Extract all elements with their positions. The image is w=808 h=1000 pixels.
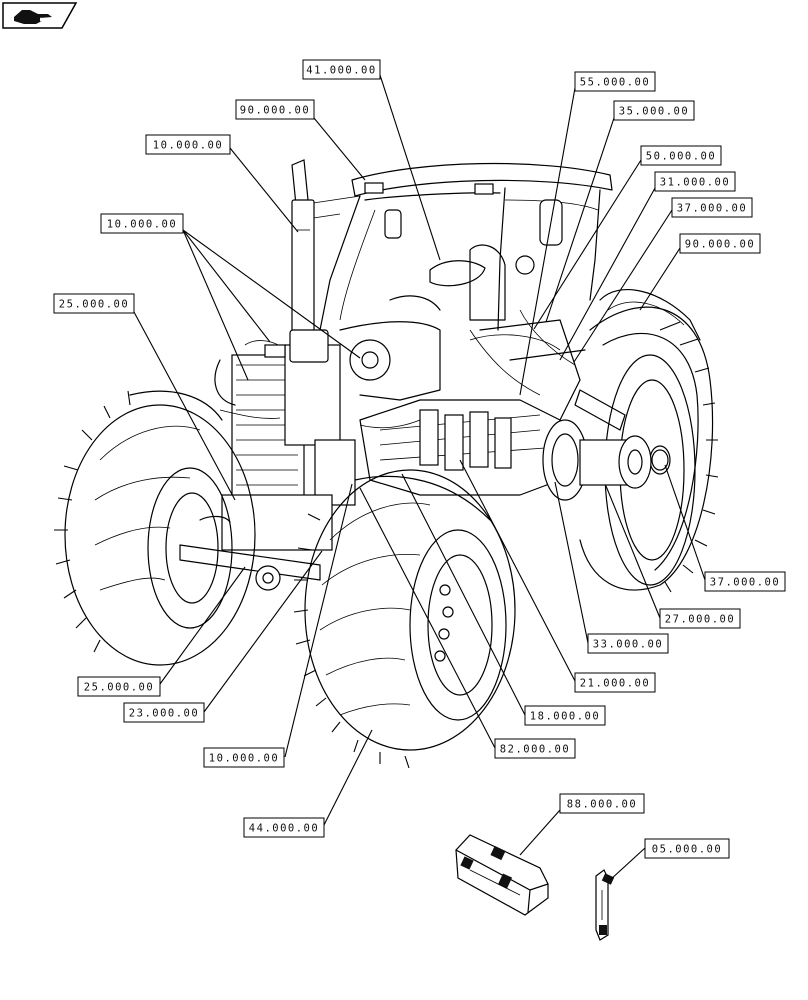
front-axle: [179, 494, 333, 591]
rear-left-tire: [293, 469, 516, 769]
callout-37-000-00[interactable]: 37.000.00: [671, 197, 753, 218]
callout-label: 90.000.00: [685, 239, 755, 251]
callout-35-000-00[interactable]: 35.000.00: [613, 100, 695, 121]
callout-label: 25.000.00: [59, 299, 129, 311]
callout-box: [53, 293, 135, 314]
callout-label: 90.000.00: [240, 105, 310, 117]
small-bracket-part: [595, 869, 615, 941]
callout-37-000-00[interactable]: 37.000.00: [704, 571, 786, 592]
transmission-housing: [359, 319, 586, 496]
callout-05-000-00[interactable]: 05.000.00: [644, 838, 730, 859]
tractor-cab: [299, 162, 613, 331]
callout-25-000-00[interactable]: 25.000.00: [53, 293, 135, 314]
callout-label: 82.000.00: [500, 744, 570, 756]
callout-box: [235, 99, 315, 120]
callout-box: [671, 197, 753, 218]
callout-label: 35.000.00: [619, 106, 689, 118]
callout-label: 27.000.00: [665, 614, 735, 626]
callout-box: [494, 738, 576, 759]
callout-label: 25.000.00: [84, 682, 154, 694]
callout-10-000-00[interactable]: 10.000.00: [203, 747, 285, 768]
callout-label: 10.000.00: [209, 753, 279, 765]
callout-box: [100, 213, 184, 234]
callout-box: [243, 817, 325, 838]
wiring-harness: [219, 309, 576, 429]
callout-box: [659, 608, 741, 629]
callout-label: 33.000.00: [593, 639, 663, 651]
callout-44-000-00[interactable]: 44.000.00: [243, 817, 325, 838]
callout-90-000-00[interactable]: 90.000.00: [235, 99, 315, 120]
callout-box: [203, 747, 285, 768]
callout-box: [145, 134, 231, 155]
callout-label: 05.000.00: [652, 844, 722, 856]
callout-box: [302, 59, 381, 80]
callout-label: 23.000.00: [129, 708, 199, 720]
callout-33-000-00[interactable]: 33.000.00: [587, 633, 669, 654]
callout-41-000-00[interactable]: 41.000.00: [302, 59, 381, 80]
nav-back-button[interactable]: [2, 2, 78, 29]
callout-box: [559, 793, 645, 814]
callout-label: 55.000.00: [580, 77, 650, 89]
callout-label: 31.000.00: [660, 177, 730, 189]
callout-10-000-00[interactable]: 10.000.00: [100, 213, 184, 234]
callout-21-000-00[interactable]: 21.000.00: [574, 672, 656, 693]
callout-box: [679, 233, 761, 254]
callout-label: 37.000.00: [710, 577, 780, 589]
callout-25-000-00[interactable]: 25.000.00: [77, 676, 161, 697]
callout-18-000-00[interactable]: 18.000.00: [524, 705, 606, 726]
callout-50-000-00[interactable]: 50.000.00: [640, 145, 722, 166]
callout-box: [524, 705, 606, 726]
toolbox: [455, 834, 549, 916]
callout-box: [587, 633, 669, 654]
callout-label: 44.000.00: [249, 823, 319, 835]
exhaust-stack: [291, 159, 315, 336]
callout-88-000-00[interactable]: 88.000.00: [559, 793, 645, 814]
callout-31-000-00[interactable]: 31.000.00: [654, 171, 736, 192]
callout-label: 50.000.00: [646, 151, 716, 163]
callout-box: [640, 145, 722, 166]
callout-box: [704, 571, 786, 592]
callout-box: [574, 672, 656, 693]
callout-labels: 41.000.00 90.000.00 10.000.00 10.000.00 25.0…: [53, 59, 786, 859]
callout-label: 10.000.00: [153, 140, 223, 152]
callout-label: 37.000.00: [677, 203, 747, 215]
callout-55-000-00[interactable]: 55.000.00: [574, 71, 656, 92]
callout-box: [613, 100, 695, 121]
callout-90-000-00[interactable]: 90.000.00: [679, 233, 761, 254]
callout-box: [654, 171, 736, 192]
callout-box: [77, 676, 161, 697]
callout-label: 10.000.00: [107, 219, 177, 231]
callout-box: [574, 71, 656, 92]
callout-label: 21.000.00: [580, 678, 650, 690]
pointing-hand-icon: [14, 10, 53, 24]
callout-23-000-00[interactable]: 23.000.00: [123, 702, 205, 723]
callout-27-000-00[interactable]: 27.000.00: [659, 608, 741, 629]
callout-10-000-00[interactable]: 10.000.00: [145, 134, 231, 155]
callout-82-000-00[interactable]: 82.000.00: [494, 738, 576, 759]
callout-box: [123, 702, 205, 723]
engine-block: [214, 295, 441, 506]
leader-lines: [133, 74, 706, 881]
callout-label: 41.000.00: [306, 65, 376, 77]
callout-label: 88.000.00: [567, 799, 637, 811]
callout-label: 18.000.00: [530, 711, 600, 723]
callout-box: [644, 838, 730, 859]
front-left-tire: [54, 390, 256, 666]
rear-axle-hub: [542, 389, 669, 501]
